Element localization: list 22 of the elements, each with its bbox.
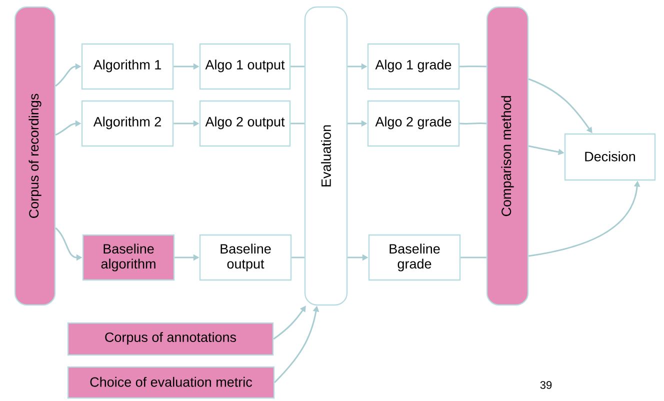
process-box: Algorithm 2 xyxy=(81,100,174,147)
output-box: Algo 1 output xyxy=(199,43,291,90)
output-box: Baseline output xyxy=(199,234,292,281)
connector-line xyxy=(460,66,486,68)
output-box: Algo 2 output xyxy=(199,100,291,147)
decision-box: Decision xyxy=(564,133,656,181)
input-box: Choice of evaluation metric xyxy=(67,366,275,399)
input-box: Corpus of annotations xyxy=(67,322,274,356)
process-box: Baseline algorithm xyxy=(82,234,175,281)
source-bar: Corpus of recordings xyxy=(14,6,56,306)
page-number: 39 xyxy=(540,381,552,389)
stage-bar: Comparison method xyxy=(486,6,529,306)
grade-box: Baseline grade xyxy=(368,234,461,281)
process-box: Algorithm 1 xyxy=(81,43,174,90)
grade-box: Algo 1 grade xyxy=(367,43,460,90)
connector-line xyxy=(292,256,304,258)
connector-line xyxy=(290,122,304,124)
stage-bar: Evaluation xyxy=(304,6,348,306)
grade-box: Algo 2 grade xyxy=(367,100,460,147)
connector-line xyxy=(460,122,486,124)
connector-line xyxy=(460,256,486,258)
connector-line xyxy=(290,66,304,68)
